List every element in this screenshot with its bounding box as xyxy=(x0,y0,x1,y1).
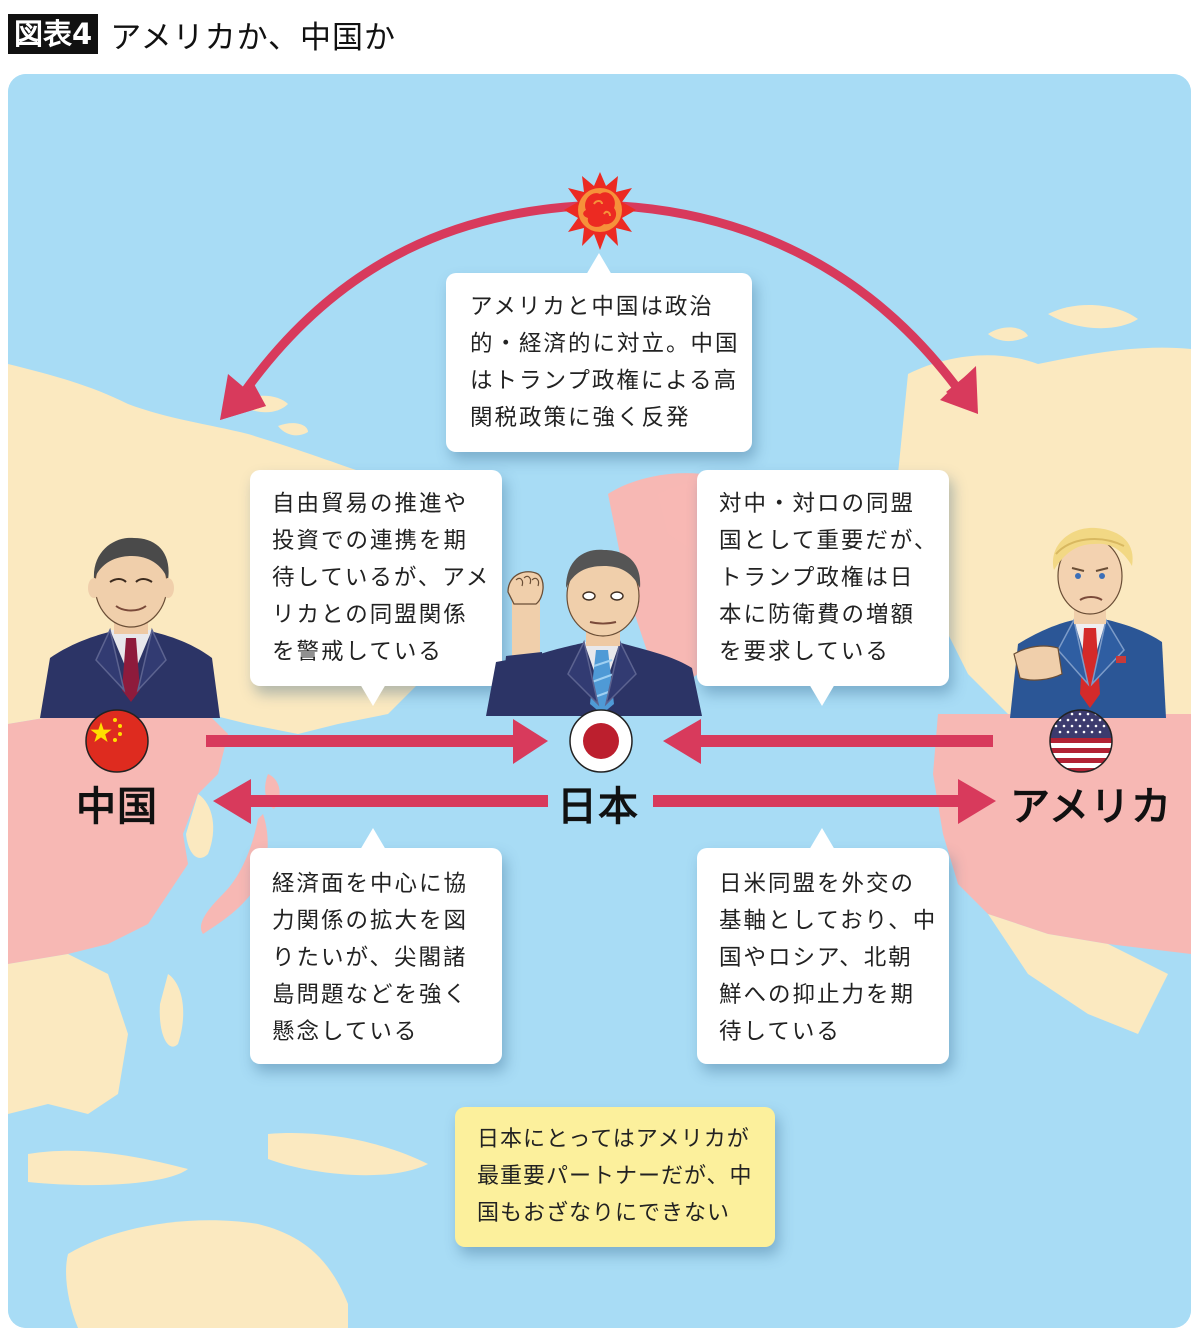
china-view-of-japan-box: 自由貿易の推進や 投資での連携を期 待しているが、アメ リカとの同盟関係 を警戒… xyxy=(250,470,502,706)
japan-view-of-china-box: 経済面を中心に協 力関係の拡大を図 りたいが、尖閣諸 島問題などを強く 懸念して… xyxy=(250,828,502,1064)
arrowhead-japan-to-china xyxy=(213,779,251,824)
arrowhead-china-to-japan xyxy=(513,719,548,764)
japan-flag-icon xyxy=(569,709,633,773)
explosion-icon xyxy=(564,172,636,250)
figure-title: アメリカか、中国か xyxy=(110,19,397,56)
japan-landmass xyxy=(200,814,268,934)
figure-header: 図表4 アメリカか、中国か xyxy=(8,12,396,56)
box-tail xyxy=(360,684,386,706)
summary-box: 日本にとってはアメリカが 最重要パートナーだが、中 国もおざなりにできない xyxy=(455,1107,775,1247)
japan-view-of-usa-box: 日米同盟を外交の 基軸としており、中 国やロシア、北朝 鮮への抑止力を期 待して… xyxy=(697,828,949,1064)
box-tail xyxy=(809,684,835,706)
usa-landmass xyxy=(933,714,1191,954)
australia-landmass xyxy=(66,1220,348,1328)
japan-leader-portrait xyxy=(486,549,702,716)
canada-landmass xyxy=(898,347,1191,714)
china-leader-portrait xyxy=(40,537,220,718)
china-landmass xyxy=(8,704,228,964)
japan-label: 日本 xyxy=(557,784,639,830)
box-tail xyxy=(809,828,835,850)
arrowhead-japan-to-usa xyxy=(958,779,996,824)
box-tail xyxy=(586,253,612,275)
china-flag-icon xyxy=(85,709,149,773)
figure-number-tag: 図表4 xyxy=(8,14,99,54)
conflict-explanation-box: アメリカと中国は政治 的・経済的に対立。中国 はトランプ政権による高 関税政策に… xyxy=(446,253,752,452)
box-tail xyxy=(360,828,386,850)
usa-label: アメリカ xyxy=(1010,784,1172,830)
usa-flag-icon xyxy=(1049,709,1113,773)
arrowhead-usa-to-japan xyxy=(663,719,701,764)
pacific-map-panel: アメリカと中国は政治 的・経済的に対立。中国 はトランプ政権による高 関税政策に… xyxy=(8,74,1191,1328)
china-label: 中国 xyxy=(76,784,158,830)
usa-leader-portrait xyxy=(1010,527,1166,718)
usa-view-of-japan-box: 対中・対ロの同盟 国として重要だが、 トランプ政権は日 本に防衛費の増額 を要求… xyxy=(697,470,949,706)
